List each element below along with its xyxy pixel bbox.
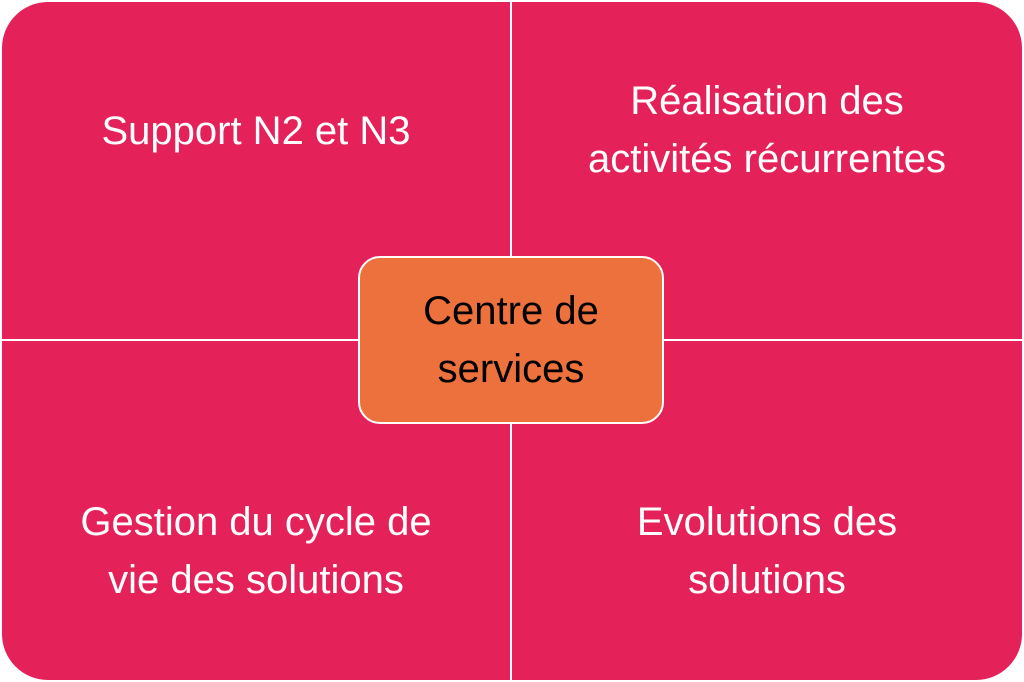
quadrant-label: Réalisation des activités récurrentes	[588, 79, 946, 181]
center-box-service-center: Centre de services	[358, 256, 664, 424]
quadrant-label: Support N2 et N3	[101, 109, 411, 153]
quadrant-support-n2-n3: Support N2 et N3	[2, 2, 510, 339]
quadrant-label: Gestion du cycle de vie des solutions	[80, 500, 432, 602]
quadrant-recurring-activities: Réalisation des activités récurrentes	[512, 2, 1022, 339]
center-label: Centre de services	[423, 289, 599, 391]
quadrant-label: Evolutions des solutions	[636, 500, 898, 602]
